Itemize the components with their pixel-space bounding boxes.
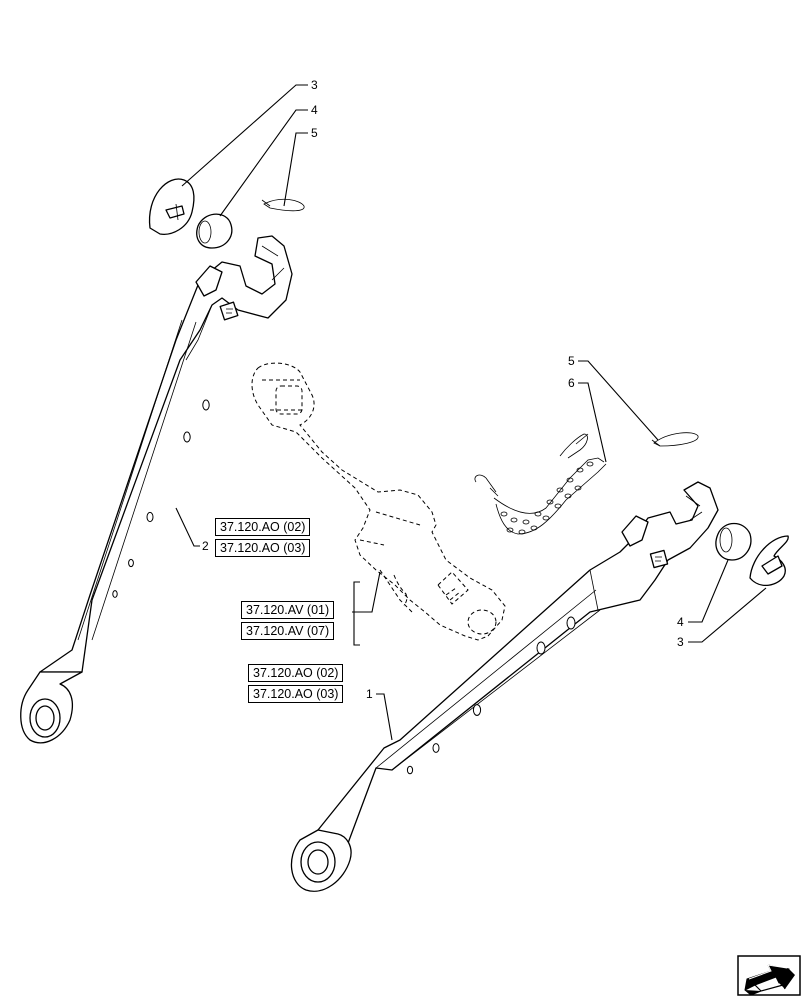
reference-link-center-b[interactable]: 37.120.AV (07) <box>241 622 335 640</box>
callout-5-right: 5 <box>568 354 575 368</box>
callout-4-right: 4 <box>677 615 684 629</box>
next-page-arrow-icon <box>737 955 801 996</box>
hitch-ball-right <box>715 522 752 561</box>
right-lower-link-arm <box>290 481 719 892</box>
callout-labels: 3 4 5 2 5 6 1 4 3 <box>202 78 684 701</box>
callout-3-right: 3 <box>677 635 684 649</box>
callout-6: 6 <box>568 376 575 390</box>
reference-link-left-arm-b[interactable]: 37.120.AO (03) <box>215 539 311 557</box>
leader-lines <box>175 84 767 741</box>
callout-1: 1 <box>366 687 373 701</box>
lynch-pin-clip-right <box>651 432 699 447</box>
reference-link-right-arm-a[interactable]: 37.120.AO (02) <box>248 664 344 682</box>
callout-3-top: 3 <box>311 78 318 92</box>
lynch-pin-clip-top <box>261 198 305 212</box>
callout-2: 2 <box>202 539 209 553</box>
left-lower-link-arm <box>20 235 293 744</box>
callout-5-top: 5 <box>311 126 318 140</box>
reference-link-right-arm-b[interactable]: 37.120.AO (03) <box>248 685 344 703</box>
callout-4-top: 4 <box>311 103 318 117</box>
phantom-top-link-outline <box>251 362 506 641</box>
reference-link-left-arm-a[interactable]: 37.120.AO (02) <box>215 518 311 536</box>
hitch-ball-cap-right <box>749 535 789 586</box>
reference-link-center-a[interactable]: 37.120.AV (01) <box>241 601 335 619</box>
hitch-ball-top <box>196 213 233 249</box>
check-chain <box>474 433 607 535</box>
next-page-button[interactable] <box>737 955 801 996</box>
hitch-ball-cap-top <box>148 178 195 235</box>
